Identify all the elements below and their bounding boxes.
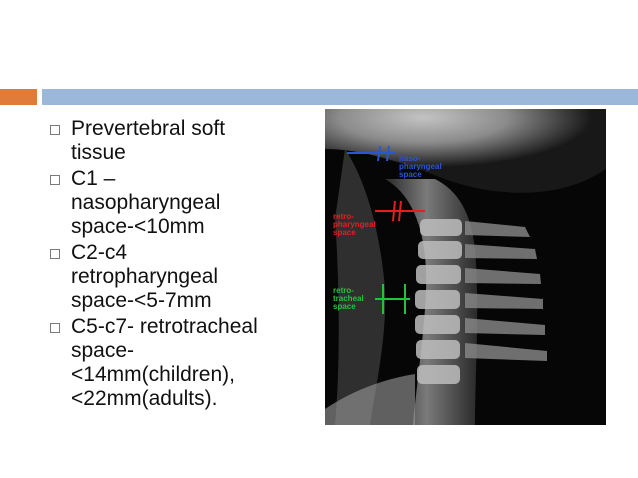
header-accent-bar	[0, 89, 37, 105]
bullet-item: C5-c7- retrotracheal space- <14mm(childr…	[50, 315, 312, 411]
retropharyngeal-marker	[375, 200, 425, 222]
bullet-text: C1 – nasopharyngeal space-<10mm	[71, 167, 221, 238]
label-line: pharyngeal	[399, 162, 442, 171]
nasopharyngeal-marker	[347, 145, 395, 162]
bullet-item: C1 – nasopharyngeal space-<10mm	[50, 167, 312, 239]
bullet-list: Prevertebral soft tissue C1 – nasopharyn…	[50, 117, 312, 413]
checkbox-bullet-icon	[50, 323, 60, 333]
bullet-text: C2-c4 retropharyngeal space-<5-7mm	[71, 241, 219, 312]
checkbox-bullet-icon	[50, 125, 60, 135]
bullet-item: Prevertebral soft tissue	[50, 117, 312, 165]
label-line: space	[333, 302, 356, 311]
label-line: tracheal	[333, 294, 364, 303]
label-line: pharyngeal	[333, 220, 376, 229]
label-line: space	[399, 170, 422, 179]
retrotracheal-marker	[375, 284, 410, 314]
label-line: space	[333, 228, 356, 237]
bullet-text: C5-c7- retrotracheal space- <14mm(childr…	[71, 315, 258, 410]
bullet-item: C2-c4 retropharyngeal space-<5-7mm	[50, 241, 312, 313]
checkbox-bullet-icon	[50, 249, 60, 259]
bullet-text: Prevertebral soft tissue	[71, 117, 226, 164]
checkbox-bullet-icon	[50, 175, 60, 185]
header-bar	[42, 89, 638, 105]
